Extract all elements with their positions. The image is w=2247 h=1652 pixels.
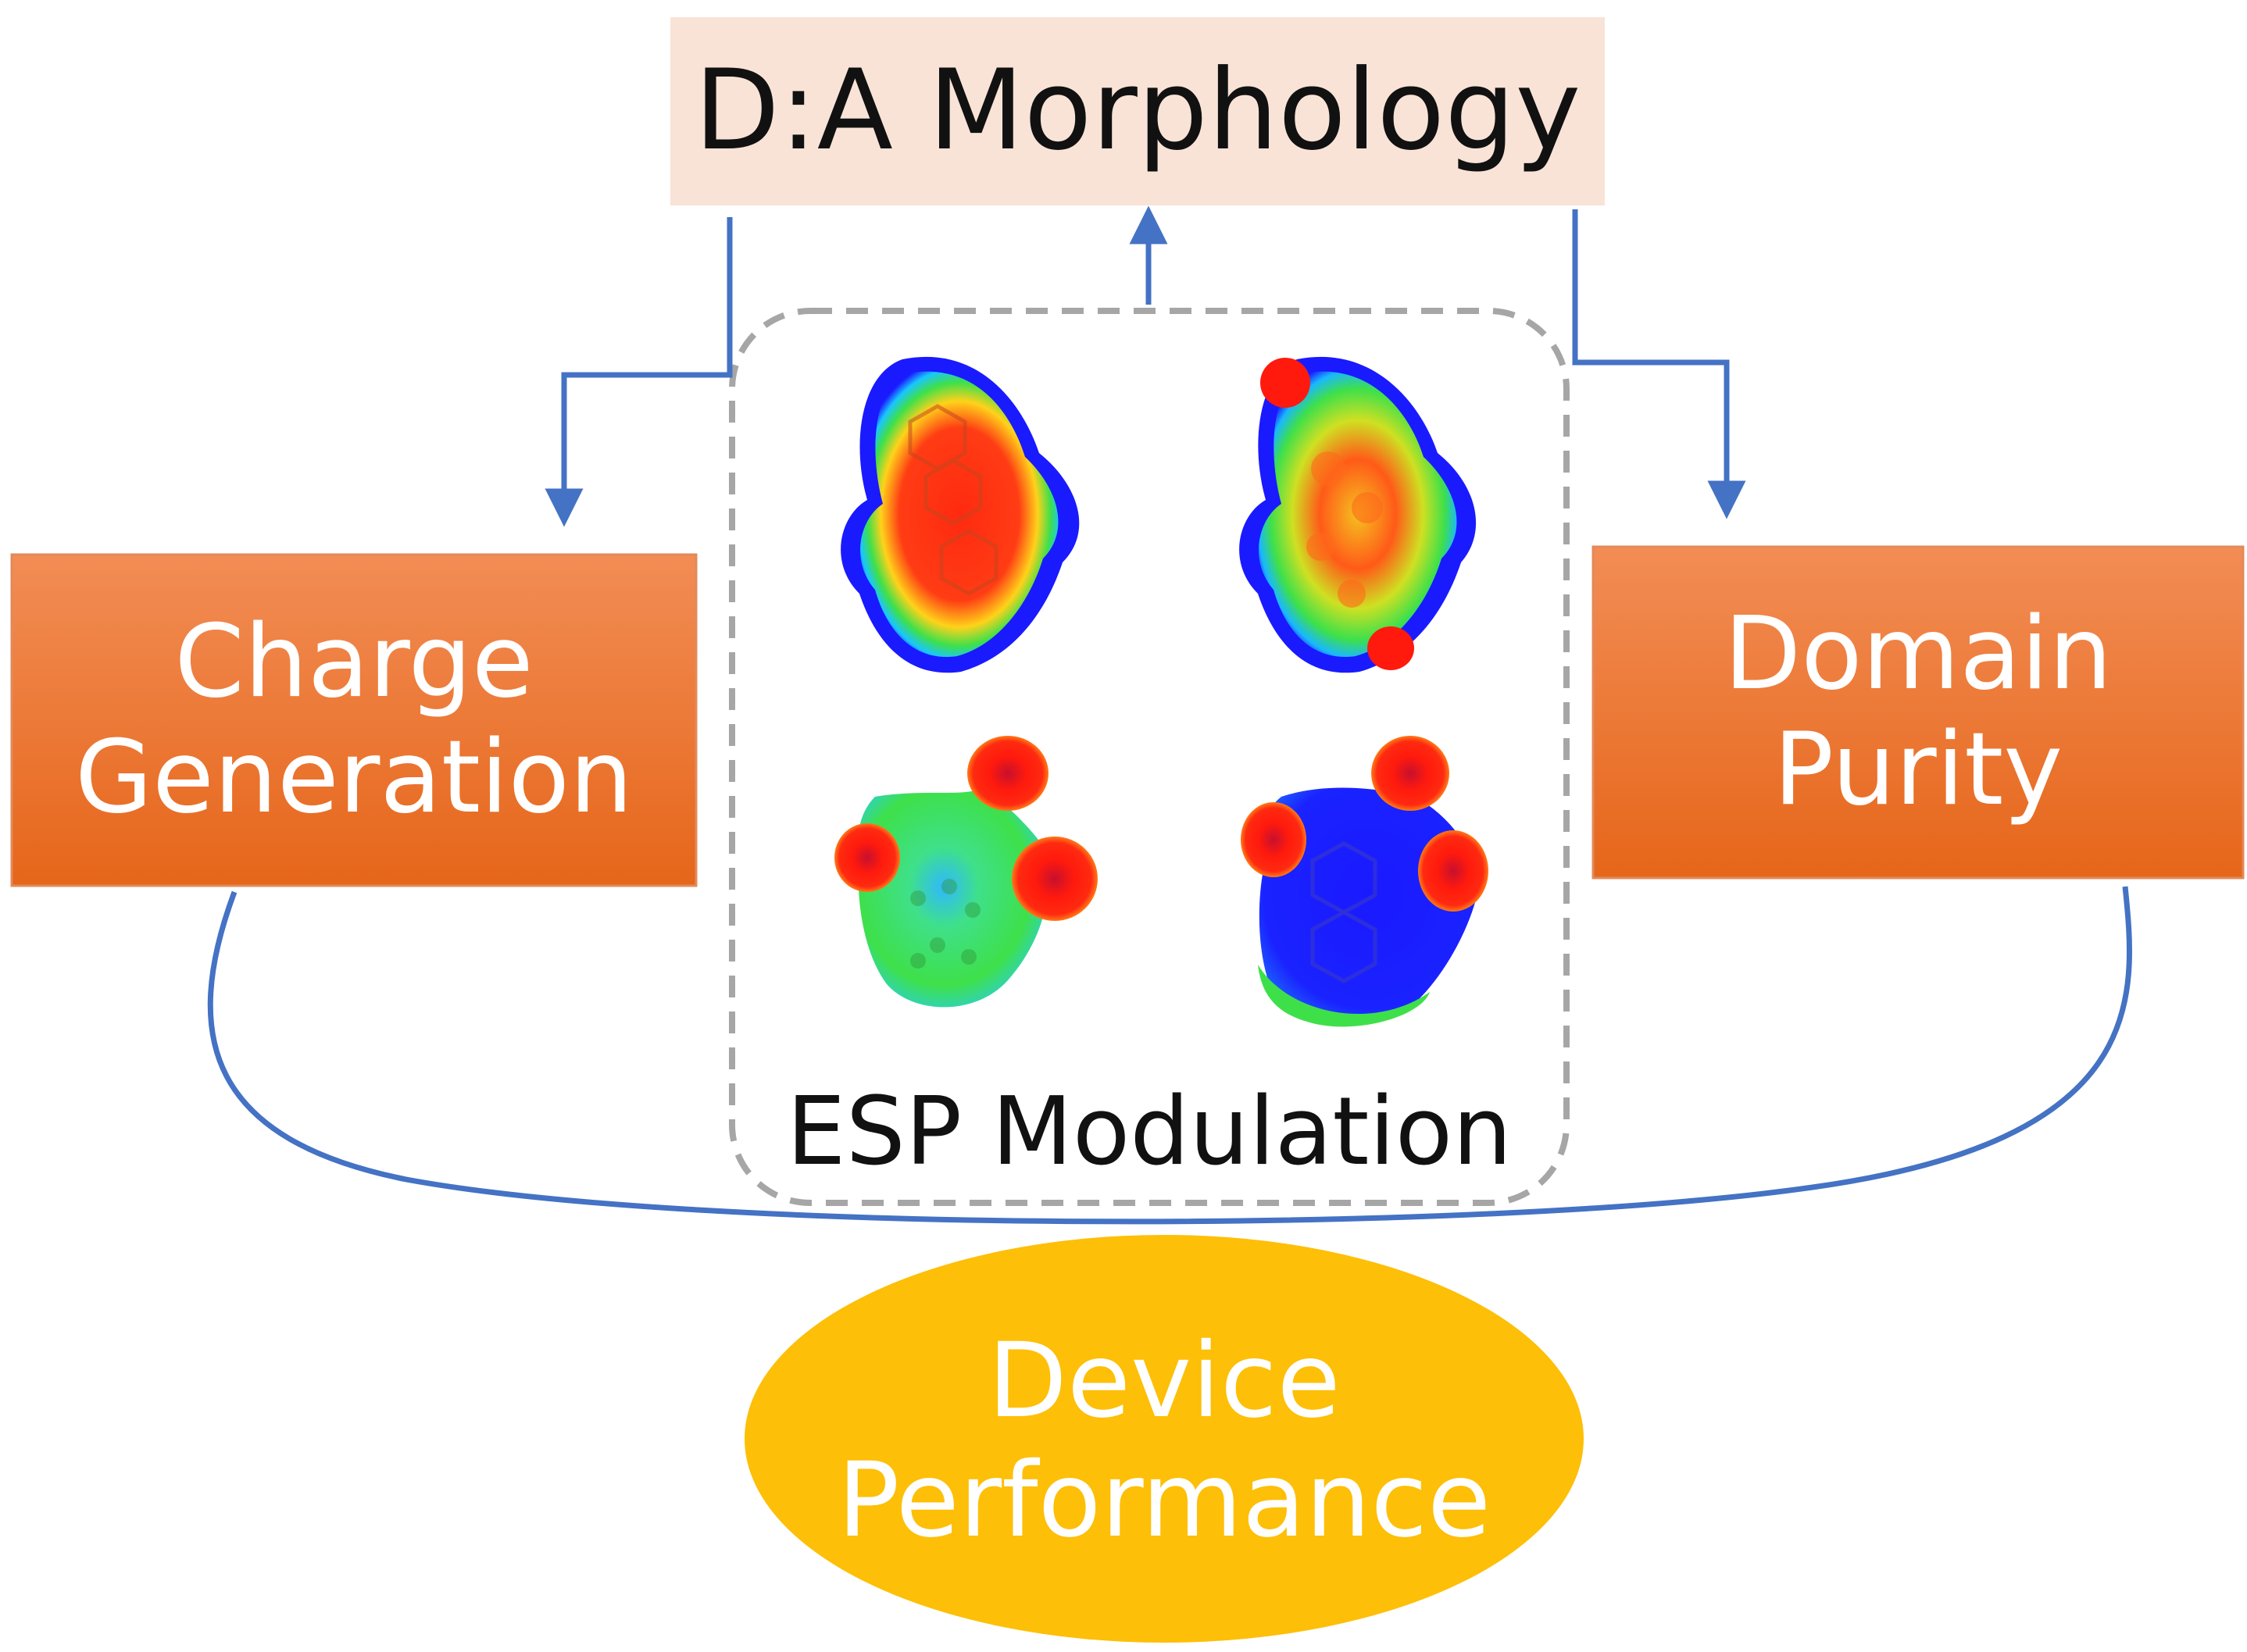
morphology-text: D:A Morphology bbox=[694, 46, 1581, 176]
domain-text: Domain bbox=[1724, 595, 2113, 712]
bottom-ellipse-label: Device Performance bbox=[745, 1258, 1584, 1625]
device-text: Device bbox=[988, 1320, 1341, 1441]
generation-text: Generation bbox=[74, 719, 634, 836]
esp-red-lobe bbox=[1418, 830, 1488, 912]
esp-red-lobe bbox=[1371, 736, 1449, 811]
esp-modulation-text: ESP Modulation bbox=[786, 1078, 1513, 1187]
purity-text: Purity bbox=[1773, 712, 2063, 828]
charge-text: Charge bbox=[174, 603, 534, 720]
arrow-to-charge-generation bbox=[545, 217, 733, 527]
left-box-label: Charge Generation bbox=[12, 555, 696, 886]
esp-red-lobe bbox=[967, 736, 1048, 811]
top-box-label: D:A Morphology bbox=[670, 17, 1605, 205]
performance-text: Performance bbox=[837, 1440, 1491, 1561]
esp-red-lobe bbox=[834, 823, 900, 892]
top-box-morphology bbox=[670, 17, 1605, 205]
esp-map-bottom-left bbox=[834, 736, 1098, 1008]
center-panel-label: ESP Modulation bbox=[732, 1074, 1566, 1191]
esp-red-lobe bbox=[1241, 802, 1306, 877]
left-box-charge-generation bbox=[10, 553, 698, 887]
right-box-label: Domain Purity bbox=[1593, 547, 2243, 878]
esp-map-top-right bbox=[1239, 356, 1477, 673]
bottom-ellipse-device-performance bbox=[745, 1235, 1584, 1643]
arrow-to-domain-purity bbox=[1572, 209, 1746, 519]
esp-map-top-left bbox=[841, 356, 1080, 673]
curve-connector-to-performance bbox=[207, 886, 2133, 1225]
esp-map-bottom-right bbox=[1241, 736, 1488, 1027]
center-panel-border bbox=[729, 308, 1570, 1206]
right-box-domain-purity bbox=[1591, 545, 2245, 880]
esp-red-lobe bbox=[1012, 837, 1098, 921]
